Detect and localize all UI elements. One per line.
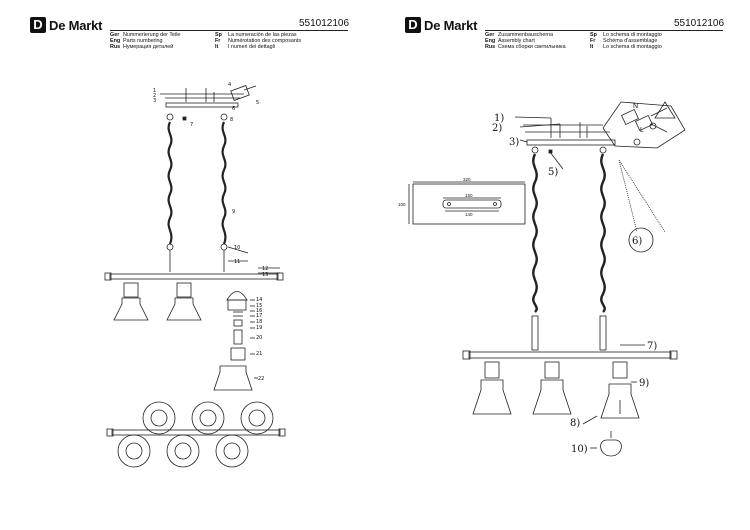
brand-logo: D De Markt: [405, 17, 478, 33]
part-label-10: 10: [234, 245, 240, 251]
part-label-22: 22: [258, 376, 264, 382]
exploded-parts-diagram: 1 2 3 4 5 6 7 8 9 10 11 12 13 14 15 16 1…: [104, 82, 286, 468]
shade-exploded: [213, 365, 253, 391]
header-divider: [485, 30, 723, 31]
part-label-1: 1: [153, 88, 156, 94]
part-label-12: 12: [262, 266, 268, 272]
part-label-9: 9: [232, 209, 235, 215]
canopy-plate: [165, 102, 239, 108]
lamp-bar: [468, 351, 672, 359]
wire-label-n: N: [633, 103, 638, 110]
step-label-9: 9): [639, 378, 649, 389]
part-label-18: 18: [256, 319, 262, 325]
step-label-10: 10): [571, 444, 588, 455]
ground-icon: [649, 122, 657, 130]
bulb-holder: [230, 347, 246, 361]
part-label-5: 5: [256, 100, 259, 106]
chain-right: [221, 121, 227, 245]
chain-left: [532, 153, 538, 313]
step-label-5: 5): [548, 167, 558, 178]
part-label-14: 14: [256, 297, 262, 303]
step-label-3: 3): [509, 137, 519, 148]
part-label-13: 13: [262, 272, 268, 278]
step-label-2: 2): [492, 123, 502, 134]
brand-logo: D De Markt: [30, 17, 103, 33]
canopy-plate: [526, 139, 616, 146]
shade-left: [113, 282, 149, 321]
top-view-diagram: [106, 401, 286, 468]
step-label-8: 8): [570, 418, 580, 429]
step-label-7: 7): [647, 341, 657, 352]
shade-left: [472, 361, 512, 415]
part-label-2: 2: [153, 93, 156, 99]
part-label-6: 6: [232, 106, 235, 112]
wire-label-l: L: [640, 127, 644, 134]
part-label-7: 7: [190, 122, 193, 128]
dim-hole-a: 150: [465, 193, 473, 198]
part-label-16: 16: [256, 308, 262, 314]
shade-right: [600, 361, 640, 419]
assembly-diagram: N L 320 100 150 140: [398, 101, 686, 457]
lamp-bar: [109, 273, 279, 280]
chain-link-detail: [628, 227, 654, 253]
dim-hole-b: 140: [465, 212, 473, 217]
bulb: [600, 439, 622, 457]
wiring-detail: N L: [602, 101, 686, 149]
part-label-11: 11: [234, 259, 240, 265]
part-label-8: 8: [230, 117, 233, 123]
document-number: 551012106: [674, 18, 725, 29]
dim-width: 320: [463, 177, 471, 182]
mounting-plate-dimensions: 320 100 150 140: [398, 177, 526, 225]
terminal-block: [230, 85, 257, 101]
part-label-17: 17: [256, 313, 262, 319]
step-label-6: 6): [632, 236, 642, 247]
part-labels: 1 2 3 4 5 6 7 8 9 10 11 12 13 14 15 16 1…: [153, 82, 268, 382]
document-number: 551012106: [299, 18, 350, 29]
part-label-3: 3: [153, 98, 156, 104]
dim-height: 100: [398, 202, 406, 207]
part-label-4: 4: [228, 82, 231, 88]
chain-right: [600, 153, 606, 313]
part-label-20: 20: [256, 335, 262, 341]
part-label-15: 15: [256, 303, 262, 309]
part-label-21: 21: [256, 351, 262, 357]
warning-icon: [654, 101, 676, 119]
hook-left: [166, 113, 174, 121]
header-divider: [110, 30, 348, 31]
step-labels: 1) 2) 3) 5) 6) 7) 9) 8) 10): [492, 113, 657, 455]
chain-left: [167, 121, 173, 245]
socket-cap: [226, 291, 248, 301]
step-label-1: 1): [494, 113, 504, 124]
hook-right: [220, 113, 228, 121]
part-label-19: 19: [256, 325, 262, 331]
shade-middle: [166, 282, 202, 321]
shade-middle: [532, 361, 572, 415]
